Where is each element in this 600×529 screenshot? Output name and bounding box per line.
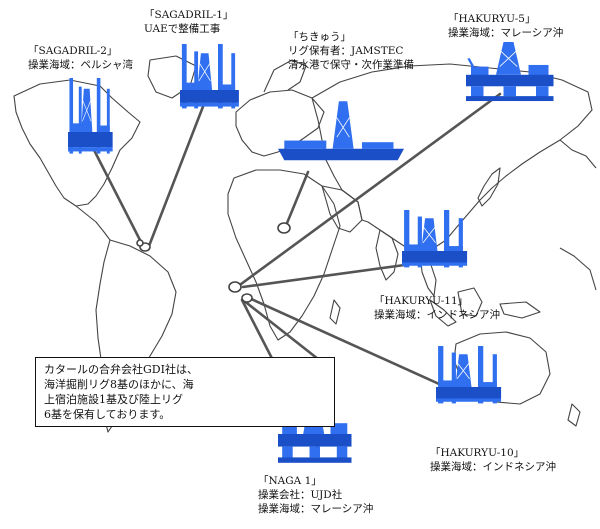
scandinavia-outline [263, 59, 307, 93]
rig-detail: 操業海域：ペルシャ湾 [28, 59, 133, 71]
info-line: 海洋掘削リグ8基のほかに、海 [44, 378, 194, 391]
label-hakuryu-10: 「HAKURYU-10」 操業海域：インドネシア沖 [430, 446, 556, 474]
sumatra-outline [429, 299, 457, 327]
label-naga-1: 「NAGA 1」 操業会社：UJD社 操業海域：マレーシア沖 [258, 474, 373, 516]
japan-outline [477, 167, 501, 207]
rig-detail: リグ保有者：JAMSTEC [288, 45, 404, 57]
label-sagadril-1: 「SAGADRIL-1」 UAEで整備工事 [144, 8, 233, 36]
rig-name: 「SAGADRIL-2」 [28, 45, 118, 57]
rig-detail: UAEで整備工事 [144, 23, 221, 35]
borneo-outline [457, 287, 483, 317]
connector-sagadril-2 [92, 148, 145, 248]
rig-detail: 操業会社：UJD社 [258, 489, 343, 501]
rig-name: 「ちきゅう」 [288, 31, 351, 43]
india-outline [375, 229, 399, 281]
rig-detail: 操業海域：インドネシア沖 [374, 309, 500, 321]
madagascar-outline [329, 299, 341, 325]
location-marker-malaysia [228, 281, 242, 293]
rig-icon-hakuryu-11 [401, 209, 468, 268]
connector-sagadril-1 [147, 102, 206, 248]
north-america-outline [13, 79, 141, 207]
rig-detail: 操業海域：マレーシア沖 [258, 503, 374, 515]
connector-hakuryu-5 [235, 92, 502, 289]
label-sagadril-2: 「SAGADRIL-2」 操業海域：ペルシャ湾 [28, 44, 133, 72]
new-guinea-outline [499, 301, 541, 319]
rig-icon-sagadril-2 [67, 77, 114, 155]
rig-icon-hakuryu-5 [464, 40, 555, 103]
rig-detail: 清水港で保守・次作業準備 [288, 59, 414, 71]
central-america-outline [75, 205, 111, 241]
rig-name: 「HAKURYU-5」 [448, 13, 536, 25]
location-marker-shimizu [277, 222, 291, 234]
location-marker-indonesia [241, 293, 253, 303]
gdi-info-box: カタールの合弁会社GDI社は、 海洋掘削リグ8基のほかに、海 上宿泊施設1基及び… [35, 357, 335, 427]
label-hakuryu-5: 「HAKURYU-5」 操業海域：マレーシア沖 [448, 12, 563, 40]
rig-icon-chikyu [277, 100, 405, 161]
new-zealand-outline [567, 403, 581, 427]
connector-chikyu [283, 170, 310, 230]
rig-detail: 操業海域：インドネシア沖 [430, 461, 556, 473]
europe-outline [235, 89, 325, 157]
label-hakuryu-11: 「HAKURYU-11」 操業海域：インドネシア沖 [374, 294, 500, 322]
rig-detail: 操業海域：マレーシア沖 [448, 27, 564, 39]
rig-name: 「HAKURYU-11」 [374, 295, 469, 307]
location-marker-uae [136, 239, 144, 247]
connector-hakuryu-10 [247, 296, 450, 390]
rig-icon-hakuryu-10 [435, 345, 502, 404]
north-america-east-outline [559, 139, 597, 169]
info-line: カタールの合弁会社GDI社は、 [44, 363, 198, 376]
info-line: 上宿泊施設1基及び陸上リグ [44, 393, 183, 406]
south-america-east-outline [559, 247, 597, 291]
rig-name: 「SAGADRIL-1」 [144, 9, 234, 21]
rig-icon-sagadril-1 [179, 43, 240, 109]
rig-name: 「HAKURYU-10」 [430, 447, 525, 459]
africa-outline [227, 169, 341, 341]
label-chikyu: 「ちきゅう」 リグ保有者：JAMSTEC 清水港で保守・次作業準備 [288, 30, 414, 72]
rig-name: 「NAGA 1」 [258, 475, 322, 487]
connector-hakuryu-11 [241, 262, 414, 289]
info-line: 6基を保有しております。 [44, 408, 171, 421]
